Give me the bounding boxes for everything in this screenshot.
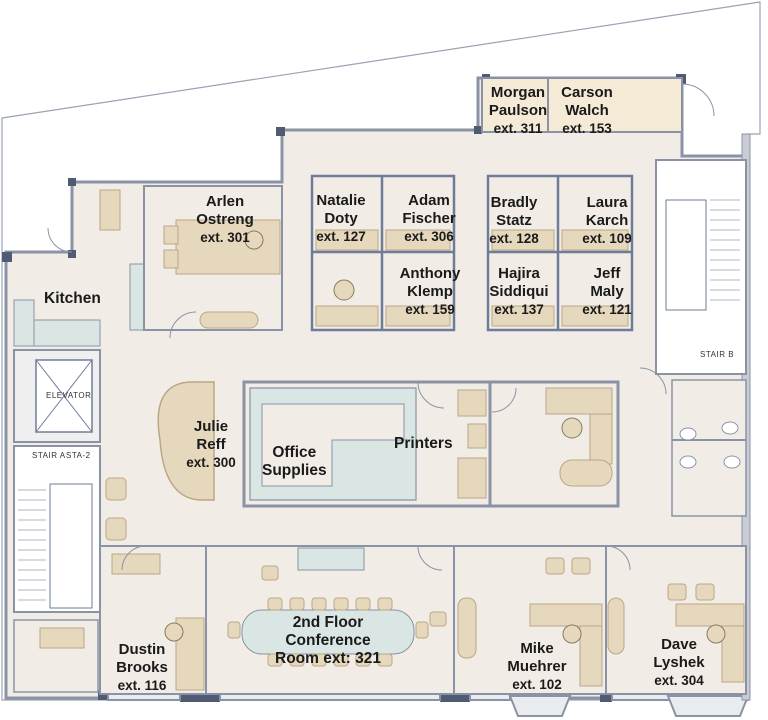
person-dustin: Dustin Brooks ext. 116 <box>108 641 176 695</box>
person-carson: Carson Walch ext. 153 <box>554 84 620 138</box>
person-first: Mike <box>520 640 554 657</box>
person-last: Reff <box>196 436 226 453</box>
person-first: Dave <box>661 636 697 653</box>
person-anthony: Anthony Klemp ext. 159 <box>392 265 468 319</box>
person-natalie: Natalie Doty ext. 127 <box>308 192 374 246</box>
conference-room <box>205 545 455 695</box>
person-first: Hajira <box>498 265 540 282</box>
person-first: Morgan <box>490 84 546 101</box>
person-ext: ext. 128 <box>489 231 539 246</box>
person-morgan: Morgan Paulson ext. 311 <box>486 84 550 138</box>
person-jeff: Jeff Maly ext. 121 <box>574 265 640 319</box>
person-ext: ext. 137 <box>494 302 544 317</box>
person-ext: ext. 153 <box>562 121 612 136</box>
elevator-label: ELEVATOR <box>46 391 92 400</box>
bottom-windows <box>107 693 750 717</box>
person-last: Karch <box>585 212 629 229</box>
office-center-right <box>488 380 620 508</box>
office-supplies-label: Office Supplies <box>262 444 327 480</box>
conference-line-2: Conference <box>285 632 371 649</box>
person-ext: ext. 311 <box>493 121 543 136</box>
person-first: Carson <box>561 84 613 101</box>
person-first: Julie <box>193 418 229 435</box>
person-first: Bradly <box>490 194 538 211</box>
office-arlen <box>143 185 283 331</box>
office-supplies-line-2: Supplies <box>262 462 327 479</box>
door-swings <box>47 83 715 571</box>
person-ext: ext. 116 <box>117 678 167 693</box>
office-dave <box>605 545 747 695</box>
office-morgan-carson <box>481 77 683 133</box>
person-ext: ext. 306 <box>404 229 454 244</box>
person-first: Arlen <box>205 193 245 210</box>
restrooms <box>671 379 747 517</box>
person-hajira: Hajira Siddiqui ext. 137 <box>484 265 554 319</box>
stair-a-label: STAIR A <box>32 451 66 460</box>
person-mike: Mike Muehrer ext. 102 <box>500 640 574 694</box>
person-last: Statz <box>496 212 532 229</box>
person-last: Fischer <box>402 210 456 227</box>
person-last: Doty <box>324 210 358 227</box>
stair-b <box>655 159 747 375</box>
person-ext: ext. 301 <box>200 230 250 245</box>
sta2-label: STA-2 <box>66 451 91 460</box>
person-last: Walch <box>565 102 609 119</box>
person-first: Laura <box>586 194 628 211</box>
person-ext: ext. 102 <box>512 677 562 692</box>
supplies-printers-room <box>242 380 492 508</box>
cubicles-right <box>486 174 634 332</box>
person-first: Adam <box>408 192 450 209</box>
person-ext: ext. 109 <box>582 231 632 246</box>
conference-label: 2nd Floor Conference Room ext: 321 <box>268 614 388 668</box>
conference-line-1: 2nd Floor <box>292 614 364 631</box>
cubicles-left <box>310 174 456 332</box>
person-ext: ext. 127 <box>316 229 366 244</box>
person-last: Maly <box>590 283 624 300</box>
person-first: Dustin <box>118 641 166 658</box>
person-ext: ext. 304 <box>654 673 704 688</box>
person-first: Anthony <box>399 265 461 282</box>
person-last: Ostreng <box>196 211 254 228</box>
person-last: Muehrer <box>507 658 567 675</box>
person-last: Lyshek <box>653 654 705 671</box>
person-dave: Dave Lyshek ext. 304 <box>644 636 714 690</box>
office-mike <box>453 545 607 695</box>
person-last: Paulson <box>488 102 548 119</box>
person-arlen: Arlen Ostreng ext. 301 <box>190 193 260 247</box>
printers-label: Printers <box>394 435 453 452</box>
person-ext: ext. 121 <box>582 302 632 317</box>
office-supplies-line-1: Office <box>272 444 317 461</box>
person-last: Brooks <box>116 659 168 676</box>
lounge-chairs <box>105 477 127 541</box>
person-laura: Laura Karch ext. 109 <box>574 194 640 248</box>
person-julie: Julie Reff ext. 300 <box>178 418 244 472</box>
stair-a <box>13 445 101 613</box>
conference-line-3: Room ext: 321 <box>275 650 381 667</box>
person-first: Natalie <box>316 192 366 209</box>
person-ext: ext. 159 <box>405 302 455 317</box>
person-last: Klemp <box>407 283 453 300</box>
stair-b-label: STAIR B <box>700 350 735 359</box>
person-adam: Adam Fischer ext. 306 <box>394 192 464 246</box>
elevator <box>13 349 101 443</box>
person-last: Siddiqui <box>489 283 549 300</box>
person-first: Jeff <box>593 265 621 282</box>
kitchen-label: Kitchen <box>44 290 101 307</box>
reception-desk <box>157 381 215 501</box>
person-bradly: Bradly Statz ext. 128 <box>482 194 546 248</box>
person-ext: ext. 300 <box>186 455 236 470</box>
